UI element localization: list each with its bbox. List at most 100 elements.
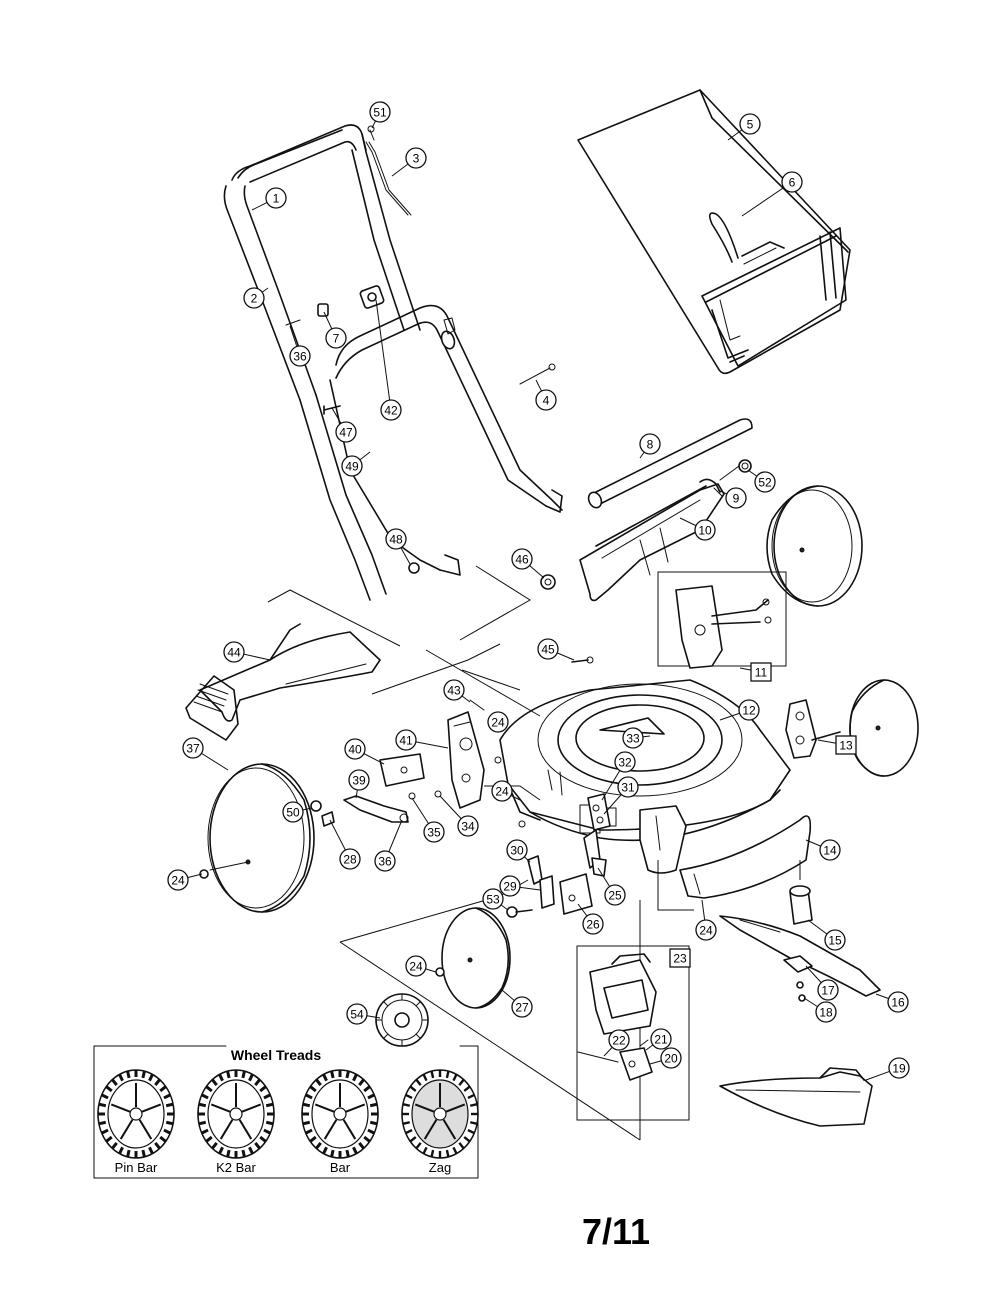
callout-c24a: 24: [487, 711, 509, 733]
side-discharge-chute: [185, 589, 401, 741]
callout-label: 30: [510, 844, 524, 858]
callout-label: 3: [413, 152, 420, 166]
callout-label: 11: [755, 666, 768, 680]
tread-label: Bar: [330, 1160, 351, 1175]
callout-c22: 22: [608, 1029, 630, 1051]
callout-c18: 18: [815, 1001, 837, 1023]
callout-marker: [405, 955, 427, 977]
callout-c6: 6: [781, 171, 803, 193]
callout-label: 1: [273, 192, 280, 206]
callout-c52: 52: [754, 471, 776, 493]
control-kit-box: [576, 945, 690, 1121]
callout-marker: [243, 287, 265, 309]
spring-46: [540, 574, 556, 590]
rear-wheel-right: [766, 485, 863, 607]
callout-marker: [608, 1029, 630, 1051]
callout-marker: [369, 101, 391, 123]
callout-label: 51: [373, 106, 387, 120]
callout-marker: [325, 327, 347, 349]
callout-label: 27: [515, 1001, 529, 1015]
callout-label: 19: [892, 1062, 906, 1076]
callout-label: 23: [673, 952, 687, 966]
callout-c24b: 24: [491, 780, 513, 802]
callout-c15: 15: [824, 929, 846, 951]
callout-label: 46: [515, 553, 529, 567]
hubcap-54: [375, 993, 429, 1047]
wheel-treads-title: Wheel Treads: [231, 1047, 321, 1063]
callout-marker: [443, 679, 465, 701]
callout-label: 42: [384, 404, 398, 418]
callout-marker: [341, 455, 363, 477]
callout-marker: [781, 171, 803, 193]
callout-c9: 9: [725, 487, 747, 509]
callout-marker: [750, 662, 772, 682]
callout-label: 25: [608, 889, 622, 903]
callout-marker: [506, 839, 528, 861]
callout-c1: 1: [265, 187, 287, 209]
callout-marker: [487, 711, 509, 733]
callout-marker: [725, 487, 747, 509]
pin-9: [713, 487, 723, 497]
front-wheel-left: [199, 763, 315, 913]
leader-line-c42: [375, 299, 392, 411]
callout-label: 54: [350, 1008, 364, 1022]
washer-48: [408, 562, 420, 574]
callout-marker: [482, 888, 504, 910]
callout-marker: [754, 471, 776, 493]
callout-marker: [817, 979, 839, 1001]
callout-c34: 34: [457, 815, 479, 837]
page-number: 7/11: [582, 1211, 650, 1252]
callout-label: 4: [543, 394, 550, 408]
callout-marker: [344, 738, 366, 760]
left-wheel-bracket: [447, 711, 501, 809]
callout-c8: 8: [639, 433, 661, 455]
callout-c24d: 24: [695, 919, 717, 941]
nut-24e: [435, 967, 445, 977]
callout-c48: 48: [385, 528, 407, 550]
callout-label: 14: [823, 844, 837, 858]
callout-c27: 27: [511, 996, 533, 1018]
blade-insert: [783, 955, 813, 1002]
callout-marker: [511, 548, 533, 570]
callout-label: 48: [389, 533, 403, 547]
callout-c3: 3: [405, 147, 427, 169]
callout-c31: 31: [617, 776, 639, 798]
callout-label: 24: [699, 924, 713, 938]
callout-c23: 23: [669, 948, 691, 968]
callout-label: 53: [486, 893, 500, 907]
grass-bag: [577, 89, 851, 375]
callout-c37: 37: [182, 737, 204, 759]
callout-c43: 43: [443, 679, 465, 701]
callout-marker: [348, 769, 370, 791]
callout-c35: 35: [423, 821, 445, 843]
callout-label: 17: [821, 984, 835, 998]
tread-wheel-bar: [301, 1069, 379, 1159]
callout-label: 6: [789, 176, 796, 190]
callout-marker: [650, 1028, 672, 1050]
callout-c39: 39: [348, 769, 370, 791]
callout-c11: 11: [750, 662, 772, 682]
callout-c25: 25: [604, 884, 626, 906]
callout-c21: 21: [650, 1028, 672, 1050]
callout-label: 39: [352, 774, 366, 788]
callout-label: 32: [618, 756, 632, 770]
callout-c26: 26: [582, 913, 604, 935]
callout-marker: [223, 641, 245, 663]
callout-marker: [339, 848, 361, 870]
callout-marker: [695, 919, 717, 941]
control-cable: [365, 141, 412, 216]
callout-marker: [888, 1057, 910, 1079]
callout-c36b: 36: [374, 850, 396, 872]
callout-label: 28: [343, 853, 357, 867]
upper-handle: [223, 124, 421, 401]
callout-label: 9: [733, 492, 740, 506]
callout-label: 45: [541, 643, 555, 657]
callout-label: 12: [742, 704, 756, 718]
callout-marker: [738, 699, 760, 721]
callout-c44: 44: [223, 641, 245, 663]
bracket-26: [559, 873, 593, 915]
callout-marker: [537, 638, 559, 660]
hinge-rod: [587, 418, 753, 509]
callout-label: 43: [447, 684, 461, 698]
callout-marker: [182, 737, 204, 759]
